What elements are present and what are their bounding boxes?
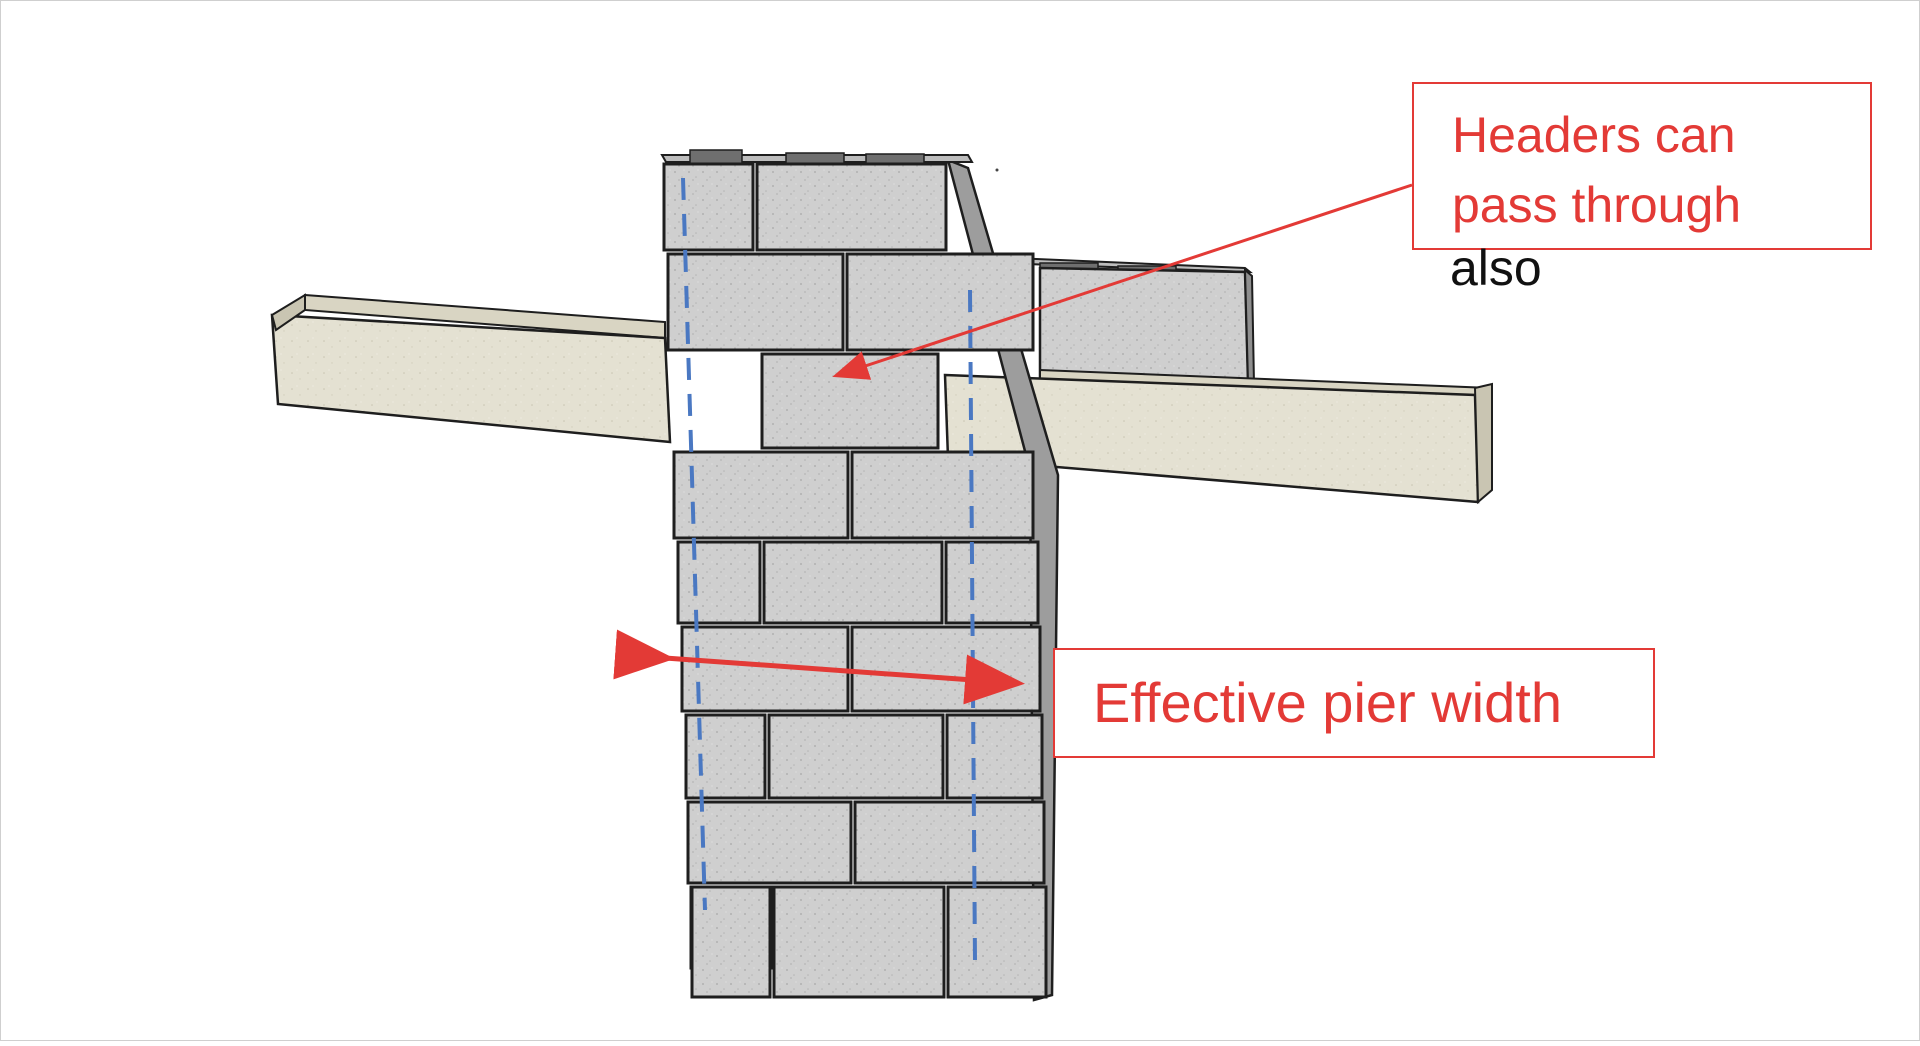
pier-width-dashed-line-left: [681, 177, 707, 911]
headers-callout-line-1: Headers can: [1452, 107, 1736, 163]
header-beam-left: [270, 293, 672, 444]
double-headed-arrow-icon: [613, 629, 1025, 705]
concrete-block: [760, 352, 940, 450]
concrete-block: [772, 885, 946, 999]
concrete-block: [945, 713, 1044, 800]
stray-dot: [995, 168, 999, 172]
headers-callout: Headers can pass through: [1412, 82, 1872, 250]
pier-width-label: Effective pier width: [1093, 671, 1562, 734]
concrete-block: [755, 162, 948, 252]
concrete-block: [662, 162, 755, 252]
concrete-block: [845, 252, 1035, 352]
header-beam-right: [943, 368, 1493, 505]
concrete-block: [686, 800, 853, 885]
concrete-block: [850, 625, 1042, 713]
concrete-block: [666, 252, 845, 352]
pier-blocks: [662, 162, 1048, 999]
concrete-block: [850, 450, 1035, 540]
pier-width-dashed-line-right: [968, 289, 977, 963]
concrete-block: [946, 885, 1048, 999]
pier-width-callout: Effective pier width: [1053, 648, 1655, 758]
concrete-block: [762, 540, 944, 625]
concrete-block: [767, 713, 945, 800]
concrete-block: [944, 540, 1040, 625]
concrete-block: [672, 450, 850, 540]
pointer-arrow-icon: [832, 183, 1413, 380]
headers-callout-line-2: pass through: [1452, 177, 1742, 233]
concrete-block: [676, 540, 762, 625]
headers-also-note: also: [1450, 240, 1542, 296]
upper-wall-right: [966, 254, 1256, 386]
concrete-block: [853, 800, 1046, 885]
